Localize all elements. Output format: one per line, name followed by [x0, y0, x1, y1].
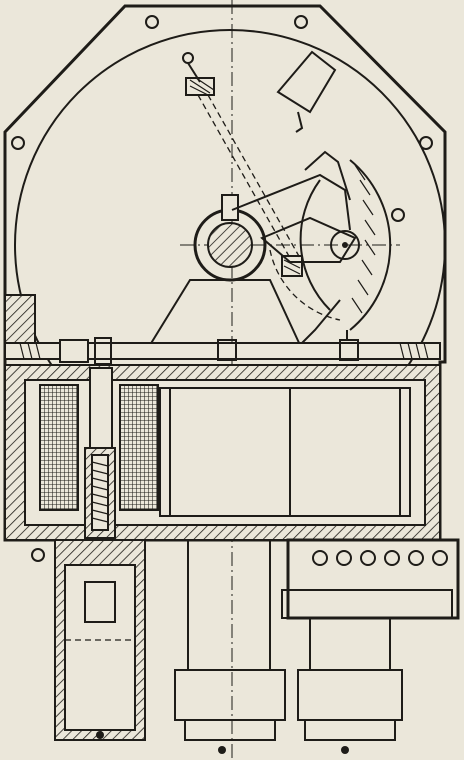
swing-path: [269, 249, 341, 321]
pedestal: [149, 279, 301, 346]
right-coil: [119, 384, 159, 511]
left-coil: [39, 384, 79, 511]
cam-block: [276, 50, 337, 133]
plunger: [84, 367, 116, 539]
adjusting-rod: [4, 330, 441, 365]
small-spring: [281, 255, 303, 277]
terminal-screws: [312, 550, 448, 566]
right-tube: [297, 600, 403, 754]
pedestal-right: [299, 299, 341, 346]
shaft-hub: [193, 194, 267, 282]
quadrant-sector: [299, 159, 392, 331]
center-tube: [174, 540, 286, 754]
left-wall-hatch: [4, 294, 36, 346]
return-spring: [182, 52, 301, 259]
terminal-block: [281, 538, 460, 620]
dashpot-cylinder: [54, 539, 146, 741]
